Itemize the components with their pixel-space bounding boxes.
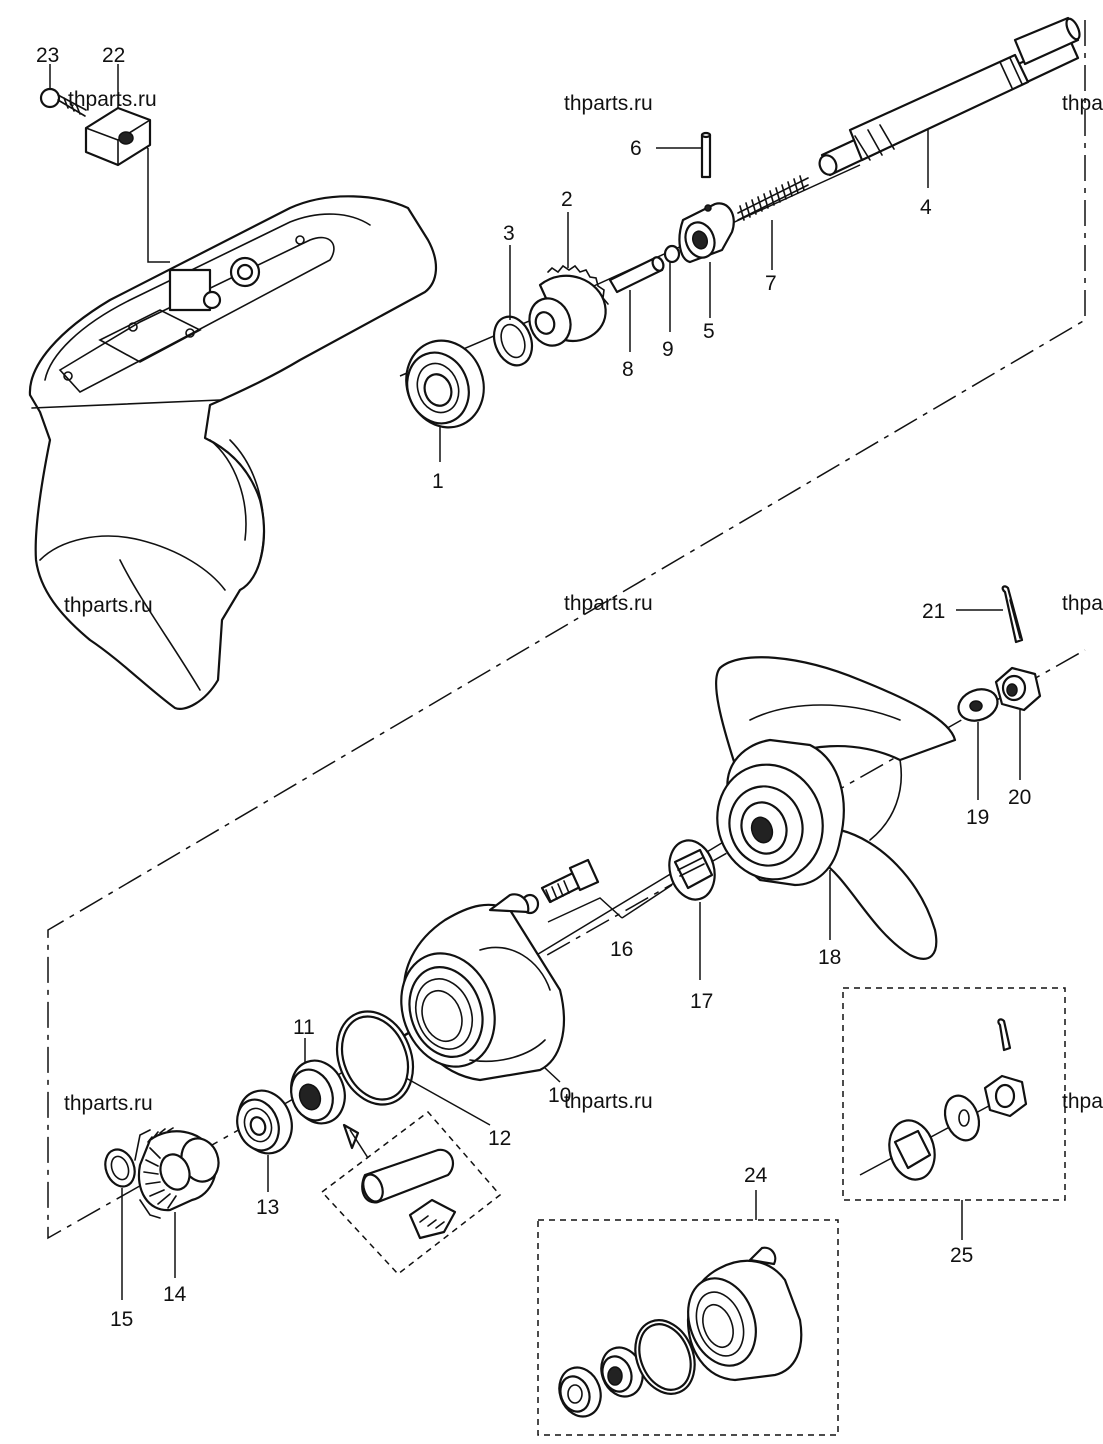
callout-1: 1 — [432, 470, 444, 493]
bearing-housing-kit-box-24 — [537, 1219, 839, 1436]
clutch-spring-7 — [737, 175, 809, 221]
oil-seal-11 — [290, 1059, 346, 1125]
castle-nut-20 — [994, 666, 1042, 712]
callout-20: 20 — [1008, 786, 1031, 809]
callout-8: 8 — [622, 358, 634, 381]
callout-7: 7 — [765, 272, 777, 295]
callout-2: 2 — [561, 188, 573, 211]
watermark: thparts.ru — [1062, 92, 1103, 115]
callout-6: 6 — [630, 137, 642, 160]
pinion-gear-2 — [528, 264, 609, 347]
callout-14: 14 — [163, 1283, 187, 1306]
callout-3: 3 — [503, 222, 515, 245]
watermark: thparts.ru — [564, 1090, 653, 1113]
callout-4: 4 — [920, 196, 932, 219]
housing-bolt-16 — [520, 858, 600, 915]
callout-leaders — [49, 64, 1021, 1300]
gearcase-housing — [28, 195, 437, 710]
callout-15: 15 — [110, 1308, 133, 1331]
watermark: thparts.ru — [68, 88, 157, 111]
ball-bearing-13 — [236, 1089, 293, 1155]
seal-detail-box — [320, 1110, 502, 1276]
callout-18: 18 — [818, 946, 841, 969]
callout-13: 13 — [256, 1196, 279, 1219]
cross-pin-6 — [700, 131, 712, 179]
shim-washer-15 — [104, 1148, 136, 1188]
callout-11: 11 — [293, 1016, 315, 1039]
shift-plunger-8 — [608, 256, 665, 294]
forward-gear-14 — [134, 1127, 220, 1219]
watermark: thparts.ru — [64, 594, 153, 617]
callout-23: 23 — [36, 44, 59, 67]
bearing-housing-10 — [400, 893, 565, 1082]
callout-5: 5 — [703, 320, 715, 343]
callout-19: 19 — [966, 806, 989, 829]
anode-block — [84, 106, 152, 167]
watermark: thparts.ru — [1062, 1090, 1103, 1113]
watermark: thparts.ru — [64, 1092, 153, 1115]
watermark: thparts.ru — [564, 592, 653, 615]
prop-hardware-kit-box-25 — [842, 987, 1066, 1201]
watermark: thparts.ru — [1062, 592, 1103, 615]
callout-labels: 1 2 3 4 5 6 7 8 9 10 11 12 13 14 15 16 1… — [36, 44, 1031, 1331]
callout-12: 12 — [488, 1127, 511, 1150]
propeller-18 — [714, 656, 957, 960]
callout-21: 21 — [922, 600, 945, 623]
anode-bolt — [39, 87, 87, 117]
washer-19 — [957, 688, 999, 722]
thrust-washer-17 — [668, 839, 716, 901]
callout-10: 10 — [548, 1084, 571, 1107]
o-ring-12 — [335, 1010, 415, 1106]
shim-washer-3 — [492, 315, 534, 367]
detent-ball-9 — [663, 244, 681, 264]
callout-16: 16 — [610, 938, 633, 961]
dog-clutch-5 — [678, 202, 735, 264]
cotter-pin-21 — [1001, 585, 1024, 644]
propeller-shaft-4 — [818, 16, 1081, 177]
callout-24: 24 — [744, 1164, 768, 1187]
callout-17: 17 — [690, 990, 713, 1013]
callout-25: 25 — [950, 1244, 973, 1267]
ball-bearing-1 — [405, 339, 485, 429]
callout-9: 9 — [662, 338, 674, 361]
watermarks: thparts.ru thparts.ru thparts.ru thparts… — [64, 88, 1103, 1115]
watermark: thparts.ru — [564, 92, 653, 115]
callout-22: 22 — [102, 44, 125, 67]
